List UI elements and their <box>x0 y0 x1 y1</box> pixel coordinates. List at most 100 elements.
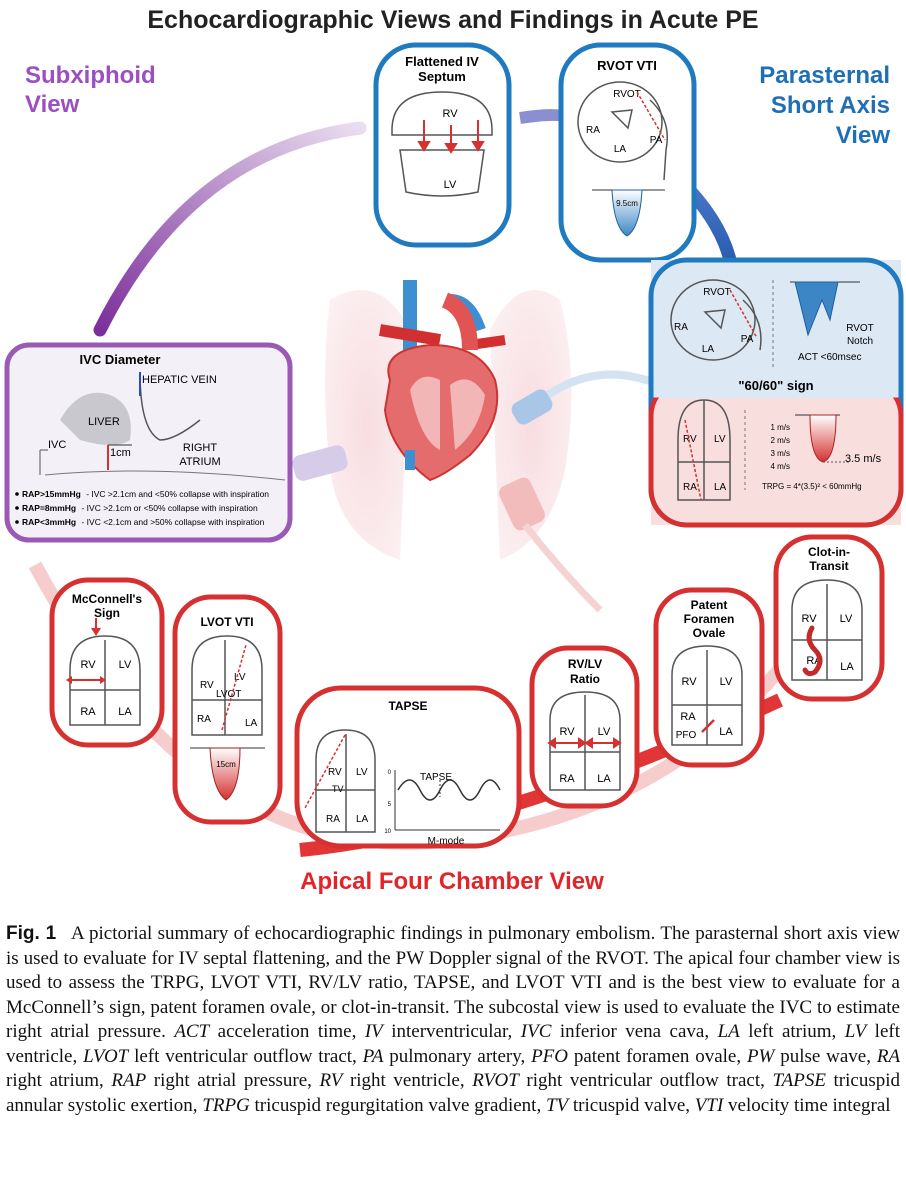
panel-sixty-sixty: RVOT RA LA PA RVOT Notch ACT <60msec "60… <box>648 257 904 528</box>
abbreviation-definition: tricuspid valve, <box>568 1094 691 1116</box>
svg-text:"60/60" sign: "60/60" sign <box>738 378 813 393</box>
svg-text:TAPSE: TAPSE <box>420 772 452 783</box>
abbreviation-item: TRPG tricuspid regurgitation valve gradi… <box>202 1095 541 1116</box>
abbreviation-item: RV right ventricle, <box>320 1070 465 1091</box>
svg-text:RV: RV <box>200 680 214 691</box>
svg-text:RAP<3mmHg - IVC <2.1cm and >50: RAP<3mmHg - IVC <2.1cm and >50% collapse… <box>22 517 265 527</box>
abbreviation-definition: pulse wave, <box>774 1045 871 1067</box>
abbreviation-item: PA pulmonary artery, <box>363 1046 526 1067</box>
abbreviation-definition: right atrial pressure, <box>146 1070 312 1091</box>
abbreviation-item: RA right atrium, <box>6 1046 900 1092</box>
svg-text:LV: LV <box>119 659 132 671</box>
svg-text:IVC Diameter: IVC Diameter <box>80 352 161 367</box>
abbreviation-item: PW pulse wave, <box>747 1046 871 1067</box>
abbreviation-item: TV tricuspid valve, <box>546 1095 690 1116</box>
svg-text:Sign: Sign <box>94 606 120 620</box>
caption-lead: A pictorial summary of echocardiographic… <box>6 923 900 1042</box>
svg-text:RVOT VTI: RVOT VTI <box>597 58 657 73</box>
abbreviation-item: VTI velocity time integral <box>695 1095 891 1116</box>
abbreviation-item: IV interventricular, <box>365 1021 512 1042</box>
svg-text:RAP>15mmHg - IVC >2.1cm and <5: RAP>15mmHg - IVC >2.1cm and <50% collaps… <box>22 489 269 499</box>
svg-text:Septum: Septum <box>418 69 466 84</box>
svg-text:TAPSE: TAPSE <box>388 699 427 713</box>
abbreviation-term: PA <box>362 1045 384 1067</box>
svg-text:1 m/s: 1 m/s <box>770 423 790 432</box>
abbreviation-term: TV <box>545 1094 569 1116</box>
abbreviation-item: LVOT left ventricular outflow tract, <box>83 1046 357 1067</box>
abbreviation-term: IVC <box>520 1021 552 1042</box>
apical-label: Apical Four Chamber View <box>300 868 604 895</box>
subxiphoid-label: Subxiphoid View <box>25 62 156 118</box>
svg-text:LA: LA <box>714 482 727 493</box>
abbreviation-definition: tricuspid regurgitation valve gradient, <box>249 1094 542 1116</box>
svg-text:3.5 m/s: 3.5 m/s <box>845 453 882 465</box>
abbreviation-term: TRPG <box>202 1094 250 1116</box>
abbreviation-definition: velocity time integral <box>723 1094 891 1116</box>
svg-text:RA: RA <box>326 814 340 825</box>
svg-text:LVOT: LVOT <box>216 689 241 700</box>
svg-text:RV: RV <box>80 659 96 671</box>
svg-text:View: View <box>25 91 80 118</box>
panel-lvot-vti: LVOT VTI RV LV RA LA LVOT 15cm <box>172 594 283 825</box>
svg-text:3 m/s: 3 m/s <box>770 449 790 458</box>
svg-text:LA: LA <box>840 661 854 673</box>
svg-text:LA: LA <box>597 773 611 785</box>
svg-text:RVOT: RVOT <box>846 323 874 334</box>
svg-text:RV: RV <box>801 613 817 625</box>
abbreviation-definition: right ventricular outflow tract, <box>518 1070 765 1091</box>
svg-text:LV: LV <box>720 676 733 688</box>
abbreviation-term: RAP <box>111 1070 147 1091</box>
abbreviation-definition: patent foramen ovale, <box>568 1045 742 1067</box>
svg-text:RA: RA <box>680 711 696 723</box>
abbreviation-term: RV <box>319 1070 343 1091</box>
abbreviation-definition: left atrium, <box>739 1021 837 1042</box>
svg-text:Ovale: Ovale <box>693 626 726 640</box>
svg-text:RV: RV <box>681 676 697 688</box>
svg-text:Notch: Notch <box>847 336 873 347</box>
svg-text:RA: RA <box>80 706 96 718</box>
abbreviation-term: LA <box>717 1021 740 1042</box>
psax-probe <box>511 370 662 425</box>
svg-text:RA: RA <box>674 322 688 333</box>
svg-text:ACT <60msec: ACT <60msec <box>798 352 861 363</box>
abbreviation-definition: left ventricular outflow tract, <box>128 1045 357 1067</box>
abbreviation-term: RVOT <box>472 1070 519 1091</box>
svg-text:15cm: 15cm <box>216 760 236 769</box>
abbreviation-definition: acceleration time, <box>209 1021 357 1042</box>
abbreviation-term: LVOT <box>83 1045 129 1067</box>
svg-text:1cm: 1cm <box>110 447 131 459</box>
svg-text:PA: PA <box>650 135 663 146</box>
svg-text:RA: RA <box>586 125 600 136</box>
svg-text:LA: LA <box>245 718 258 729</box>
svg-text:LVOT VTI: LVOT VTI <box>200 615 253 629</box>
svg-text:Subxiphoid: Subxiphoid <box>25 62 156 89</box>
svg-text:Short Axis: Short Axis <box>771 92 890 119</box>
abbreviation-term: RA <box>876 1045 901 1067</box>
svg-text:LIVER: LIVER <box>88 416 120 428</box>
svg-text:PA: PA <box>741 334 754 345</box>
svg-text:5: 5 <box>388 802 392 808</box>
caption-label: Fig. 1 <box>6 923 57 944</box>
svg-text:M-mode: M-mode <box>428 836 465 847</box>
svg-text:RV/LV: RV/LV <box>568 657 602 671</box>
echo-figure: Echocardiographic Views and Findings in … <box>4 6 904 895</box>
panel-rvlv-ratio: RV/LV Ratio RV LV RA LA <box>529 645 640 809</box>
abbreviation-item: IVC inferior vena cava, <box>521 1021 709 1042</box>
panel-rvot-vti: RVOT VTI RVOT RA LA PA 9.5cm <box>558 42 697 263</box>
panel-ivc-diameter: IVC Diameter HEPATIC VEIN LIVER IVC 1cm … <box>4 342 293 543</box>
panel-mcconnell: McConnell's Sign RV LV RA LA <box>49 577 165 748</box>
abbreviation-definition: left ventricle, <box>6 1021 900 1067</box>
svg-text:RV: RV <box>683 434 697 445</box>
svg-text:4 m/s: 4 m/s <box>770 462 790 471</box>
svg-text:Transit: Transit <box>809 559 848 573</box>
svg-text:LV: LV <box>356 767 368 778</box>
svg-text:2 m/s: 2 m/s <box>770 436 790 445</box>
abbreviation-term: TAPSE <box>772 1070 826 1091</box>
svg-text:LV: LV <box>234 672 246 683</box>
svg-text:LA: LA <box>614 144 627 155</box>
svg-text:Ratio: Ratio <box>570 672 600 686</box>
svg-text:RVOT: RVOT <box>703 287 731 298</box>
svg-text:RA: RA <box>197 714 211 725</box>
svg-text:Parasternal: Parasternal <box>759 62 890 89</box>
abbreviation-definition: tricuspid annular systolic exertion, <box>6 1070 901 1116</box>
